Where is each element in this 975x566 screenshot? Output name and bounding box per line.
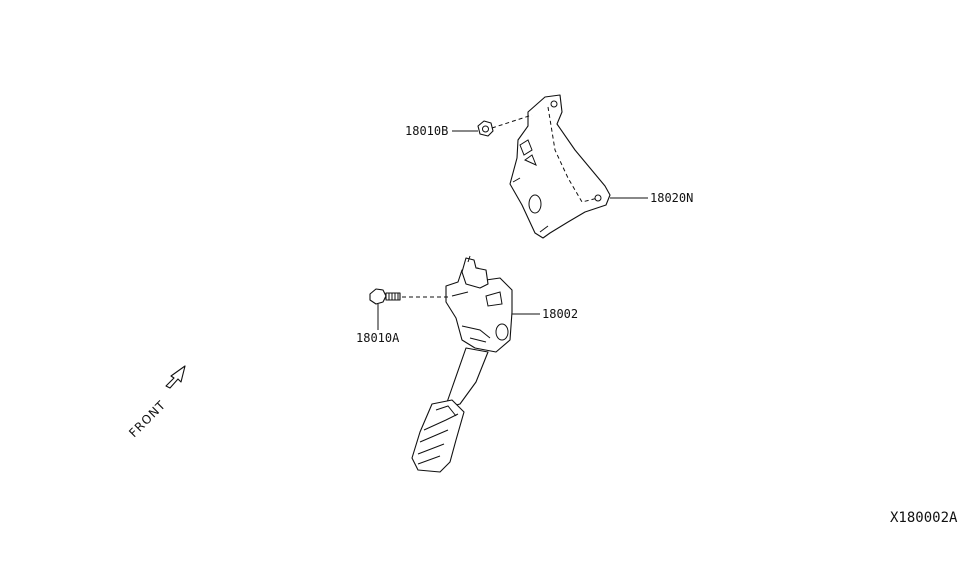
- part-label-18002[interactable]: 18002: [542, 307, 578, 321]
- front-arrow-icon: [165, 365, 186, 389]
- diagram-code: X180002A: [890, 510, 958, 526]
- nut-part[interactable]: [477, 120, 494, 137]
- front-label: FRONT: [126, 398, 168, 440]
- part-label-18010b[interactable]: 18010B: [405, 124, 448, 138]
- bolt-part[interactable]: [369, 288, 401, 305]
- pedal-part[interactable]: [411, 255, 513, 473]
- part-label-18020n[interactable]: 18020N: [650, 191, 693, 205]
- part-label-18010a[interactable]: 18010A: [356, 331, 400, 345]
- bracket-part[interactable]: [491, 94, 611, 239]
